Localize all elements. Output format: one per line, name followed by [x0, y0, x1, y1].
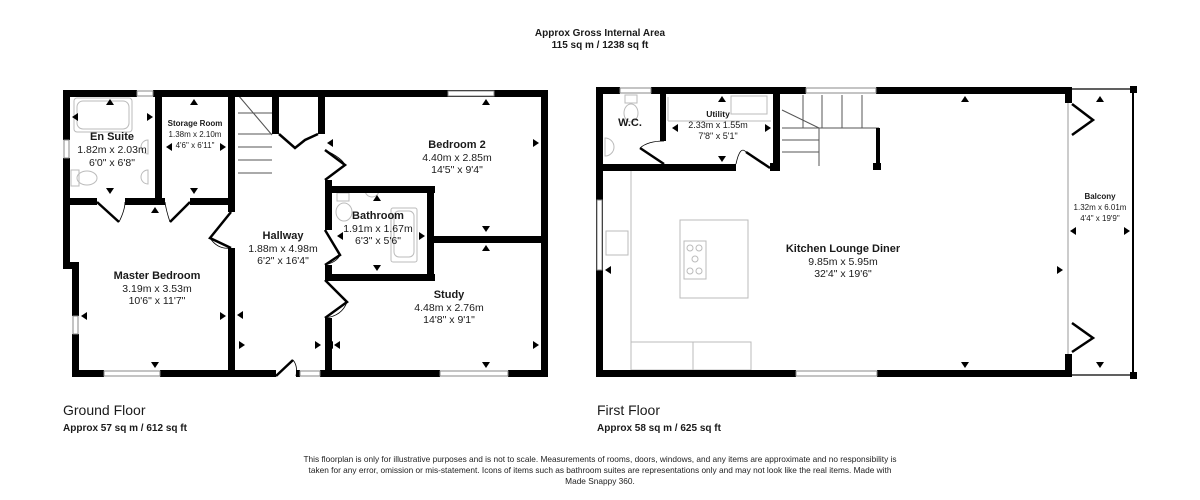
bathtub-icon	[73, 97, 133, 133]
room-metric-study: 4.48m x 2.76m	[414, 302, 484, 314]
first-walls	[596, 87, 1072, 377]
gross-area-header: Approx Gross Internal Area 115 sq m / 12…	[0, 28, 1200, 52]
room-metric-storage: 1.38m x 2.10m	[169, 130, 222, 139]
room-metric-kitchen: 9.85m x 5.95m	[808, 256, 878, 268]
room-imperial-bathroom: 6'3" x 5'6"	[355, 235, 401, 247]
room-metric-en-suite: 1.82m x 2.03m	[77, 144, 147, 156]
room-imperial-study: 14'8" x 9'1"	[423, 314, 475, 326]
room-imperial-balcony: 4'4" x 19'9"	[1080, 214, 1120, 223]
ground-floor-area: Approx 57 sq m / 612 sq ft	[63, 423, 187, 434]
gross-area-total: 115 sq m / 1238 sq ft	[551, 40, 649, 51]
room-imperial-bedroom-2: 14'5" x 9'4"	[431, 164, 483, 176]
room-name-bedroom-2: Bedroom 2	[428, 139, 485, 151]
gross-area-title: Approx Gross Internal Area	[534, 28, 666, 39]
room-name-study: Study	[434, 289, 465, 301]
toilet-icon	[335, 202, 353, 222]
ground-windows	[63, 90, 509, 377]
sink-icon	[604, 137, 615, 157]
kitchen-island	[679, 219, 749, 299]
first-measure-arrows	[605, 96, 1130, 368]
room-metric-utility: 2.33m x 1.55m	[688, 120, 748, 130]
toilet-icon	[623, 103, 639, 123]
disclaimer-text: This floorplan is only for illustrative …	[303, 454, 897, 486]
room-imperial-master-bedroom: 10'6" x 11'7"	[129, 295, 186, 307]
room-name-utility: Utility	[706, 109, 730, 119]
room-imperial-storage: 4'6" x 6'11"	[176, 141, 215, 150]
room-name-en-suite: En Suite	[90, 131, 134, 143]
staircase-icon	[237, 94, 273, 174]
room-name-kitchen: Kitchen Lounge Diner	[786, 243, 901, 255]
balcony-outline	[1072, 88, 1134, 376]
ground-floor-label: Ground Floor	[63, 402, 146, 418]
staircase-icon	[781, 95, 879, 166]
room-imperial-hallway: 6'2" x 16'4"	[257, 255, 309, 267]
room-name-storage: Storage Room	[168, 119, 223, 128]
sink-icon	[140, 169, 149, 185]
room-metric-balcony: 1.32m x 6.01m	[1074, 203, 1127, 212]
room-imperial-utility: 7'8" x 5'1"	[698, 131, 737, 141]
room-name-hallway: Hallway	[263, 230, 305, 242]
ground-walls	[63, 90, 548, 377]
room-labels: En Suite 1.82m x 2.03m 6'0" x 6'8" Stora…	[77, 109, 1127, 326]
room-imperial-en-suite: 6'0" x 6'8"	[89, 157, 135, 169]
sink-icon	[140, 139, 149, 155]
room-name-wc: W.C.	[618, 117, 642, 129]
hob-icon	[683, 240, 707, 280]
ground-floor-plan	[63, 90, 548, 377]
toilet-icon	[76, 170, 98, 186]
room-name-balcony: Balcony	[1084, 192, 1116, 201]
first-floor-label: First Floor	[597, 402, 660, 418]
room-name-bathroom: Bathroom	[352, 210, 404, 222]
sink-icon	[730, 95, 768, 115]
room-imperial-kitchen: 32'4" x 19'6"	[814, 268, 872, 280]
first-floor-plan	[596, 86, 1137, 379]
bathtub-icon	[390, 207, 418, 263]
ground-doors	[96, 132, 349, 377]
first-fixtures	[604, 94, 1069, 373]
room-metric-master-bedroom: 3.19m x 3.53m	[122, 283, 192, 295]
room-metric-hallway: 1.88m x 4.98m	[248, 243, 318, 255]
first-windows	[596, 87, 878, 377]
first-floor-area: Approx 58 sq m / 625 sq ft	[597, 423, 721, 434]
room-name-master-bedroom: Master Bedroom	[114, 270, 201, 282]
first-doors	[639, 103, 1096, 354]
room-metric-bathroom: 1.91m x 1.67m	[343, 223, 413, 235]
kitchen-sink-icon	[605, 230, 629, 256]
room-metric-bedroom-2: 4.40m x 2.85m	[422, 152, 492, 164]
ground-door-swings	[118, 149, 348, 377]
ground-measure-arrows	[72, 99, 539, 368]
